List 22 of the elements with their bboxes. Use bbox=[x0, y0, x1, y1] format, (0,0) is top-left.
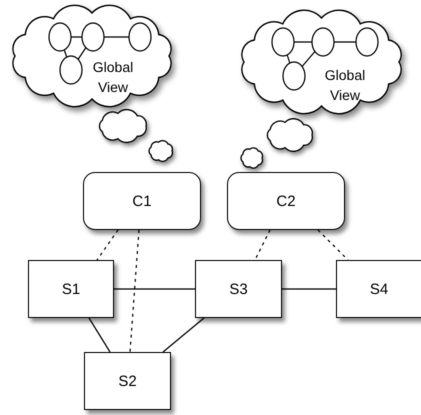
node-label: C2 bbox=[276, 192, 296, 210]
controller-box bbox=[83, 172, 201, 230]
link bbox=[114, 288, 195, 290]
cloud-label: Global View bbox=[92, 58, 134, 97]
link bbox=[282, 288, 336, 290]
dashed-link bbox=[96, 230, 118, 260]
link bbox=[162, 318, 204, 352]
node-label: S4 bbox=[370, 280, 388, 298]
switch-box bbox=[195, 260, 282, 318]
switch-box bbox=[84, 352, 171, 410]
node-label: S3 bbox=[229, 280, 248, 298]
node-label: C1 bbox=[132, 192, 152, 210]
link bbox=[88, 318, 111, 352]
switch-box bbox=[336, 260, 421, 318]
cloud-label: Global View bbox=[324, 66, 366, 105]
dashed-link bbox=[318, 230, 348, 260]
controller-box bbox=[227, 172, 345, 230]
node-label: S2 bbox=[118, 372, 137, 390]
node-label: S1 bbox=[62, 280, 80, 298]
dashed-link bbox=[254, 230, 271, 260]
dashed-link bbox=[129, 230, 140, 352]
switch-box bbox=[28, 260, 114, 318]
